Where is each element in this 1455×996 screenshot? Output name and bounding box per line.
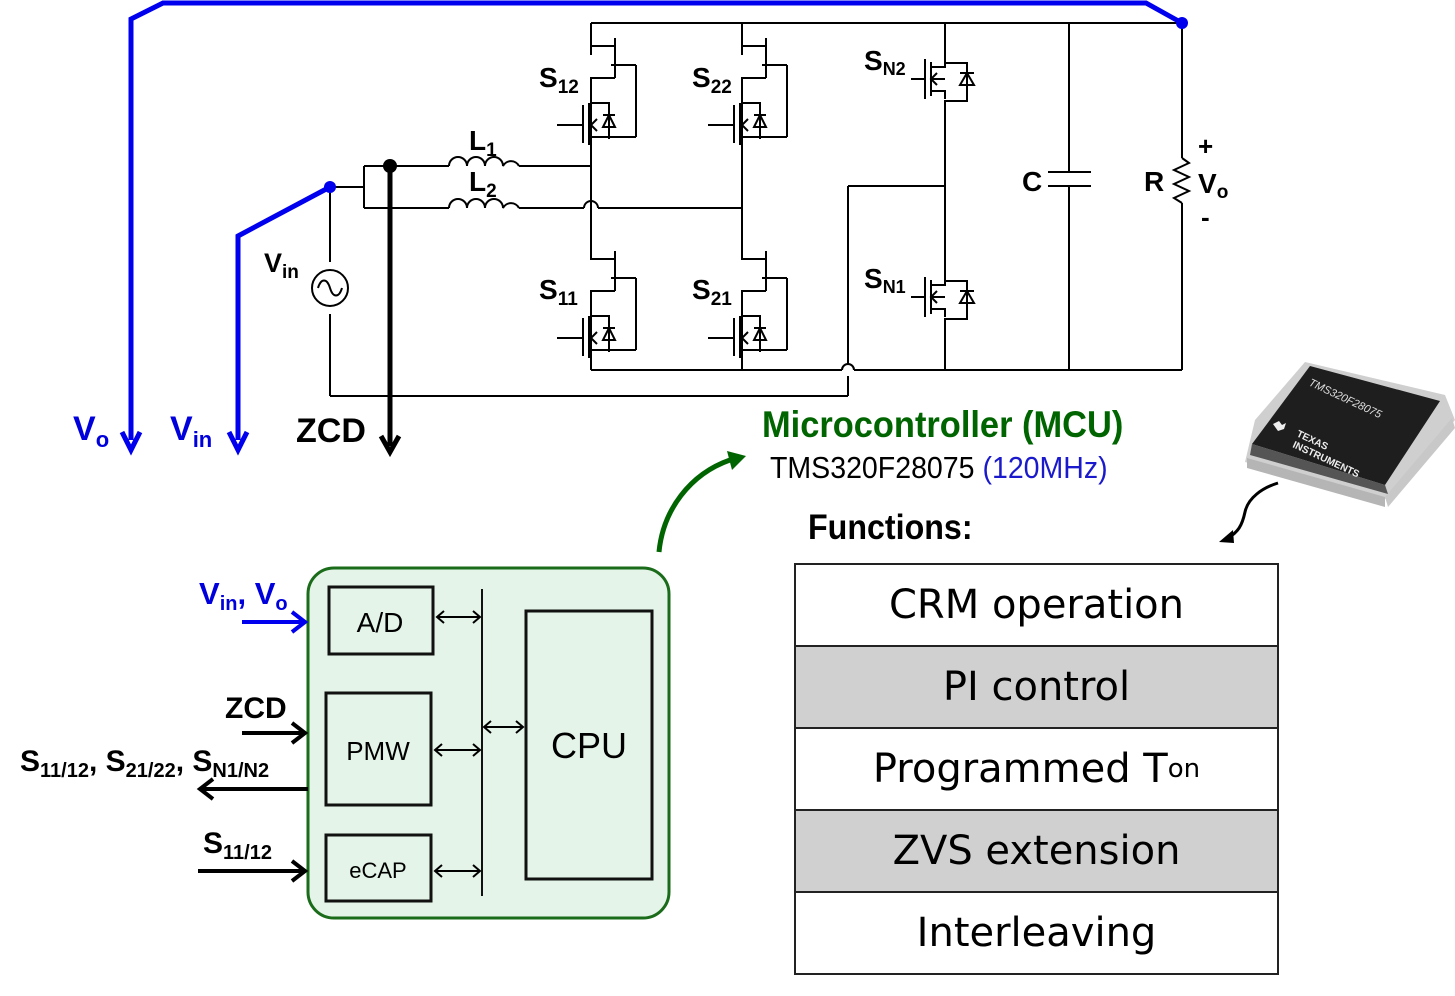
chip-link-arrow (1219, 481, 1279, 543)
s11-mosfet-icon (557, 236, 637, 358)
sn2-label: SN2 (864, 45, 906, 79)
s21-mosfet-icon (708, 236, 788, 358)
mcu-part-text: TMS320F28075 (770, 450, 975, 485)
ecap-block (324, 833, 433, 903)
mcu-frequency: (120MHz) (982, 450, 1108, 485)
mcu-chip-image: TMS320F28075 TEXAS INSTRUMENTS (1245, 362, 1455, 507)
functions-title: Functions: (808, 508, 973, 547)
vo-sense-wire (128, 0, 1184, 440)
ac-source-icon (311, 269, 349, 307)
cpu-block (524, 609, 654, 881)
circuit-labels: L1 L2 S12 S11 S22 S21 SN2 SN1 Vin C R + … (73, 45, 1228, 452)
inductor-l1 (448, 156, 520, 167)
s22-mosfet-icon (708, 23, 788, 145)
pwm-label: PMW (346, 736, 410, 766)
inductor-l2 (448, 198, 520, 209)
vo-minus-label: - (1201, 202, 1210, 232)
sn1-mosfet-icon (911, 275, 976, 320)
capacitor-label: C (1022, 166, 1042, 197)
vin-sense-node (324, 181, 336, 193)
sn1-label: SN1 (864, 263, 906, 297)
function-row: ZVS extension (796, 811, 1277, 893)
mcu-title: Microcontroller (MCU) (762, 404, 1124, 445)
s11-label: S11 (539, 274, 578, 310)
ecap-label: eCAP (349, 858, 406, 883)
function-row: CRM operation (796, 565, 1277, 647)
vin-sense-wire (235, 184, 332, 440)
sense-wiring (119, 0, 1188, 458)
power-stage-wiring (329, 22, 1192, 397)
sn2-mosfet-icon (911, 57, 976, 102)
vin-source-label: Vin (264, 248, 299, 283)
resistor (1171, 157, 1192, 204)
ad-block (327, 585, 435, 656)
l2-label: L2 (469, 166, 497, 202)
function-row: PI control (796, 647, 1277, 729)
zcd-input-label: ZCD (225, 692, 287, 725)
ecap-input-label: S11/12 (203, 827, 272, 864)
resistor-label: R (1144, 166, 1164, 197)
vo-plus-label: + (1198, 131, 1213, 161)
cpu-label: CPU (551, 725, 627, 766)
mcu-block-diagram: A/D PMW eCAP CPU Vin, Vo ZCD S11/12, S21… (20, 566, 671, 920)
mcu-link-arrow (656, 451, 746, 553)
vo-sense-node (1176, 17, 1188, 29)
vin-vo-input-label: Vin, Vo (199, 576, 288, 615)
s12-label: S12 (539, 62, 579, 98)
vo-output-label: Vo (1198, 168, 1228, 203)
ti-logo-icon (1273, 421, 1286, 431)
vo-sense-label: Vo (73, 410, 109, 452)
l1-label: L1 (469, 125, 497, 161)
ad-label: A/D (357, 607, 404, 638)
s22-label: S22 (692, 62, 732, 98)
gate-output-label: S11/12, S21/22, SN1/N2 (20, 745, 269, 782)
zcd-sense-label: ZCD (296, 412, 366, 450)
s21-label: S21 (692, 274, 732, 310)
mcu-part-number: TMS320F28075 (120MHz) (770, 450, 1108, 486)
pwm-block (324, 691, 433, 807)
function-row: Interleaving (916, 910, 1157, 956)
zcd-sense-node (383, 159, 397, 173)
mosfet-group (557, 23, 976, 358)
vin-sense-label: Vin (170, 410, 212, 452)
s12-mosfet-icon (557, 23, 637, 145)
